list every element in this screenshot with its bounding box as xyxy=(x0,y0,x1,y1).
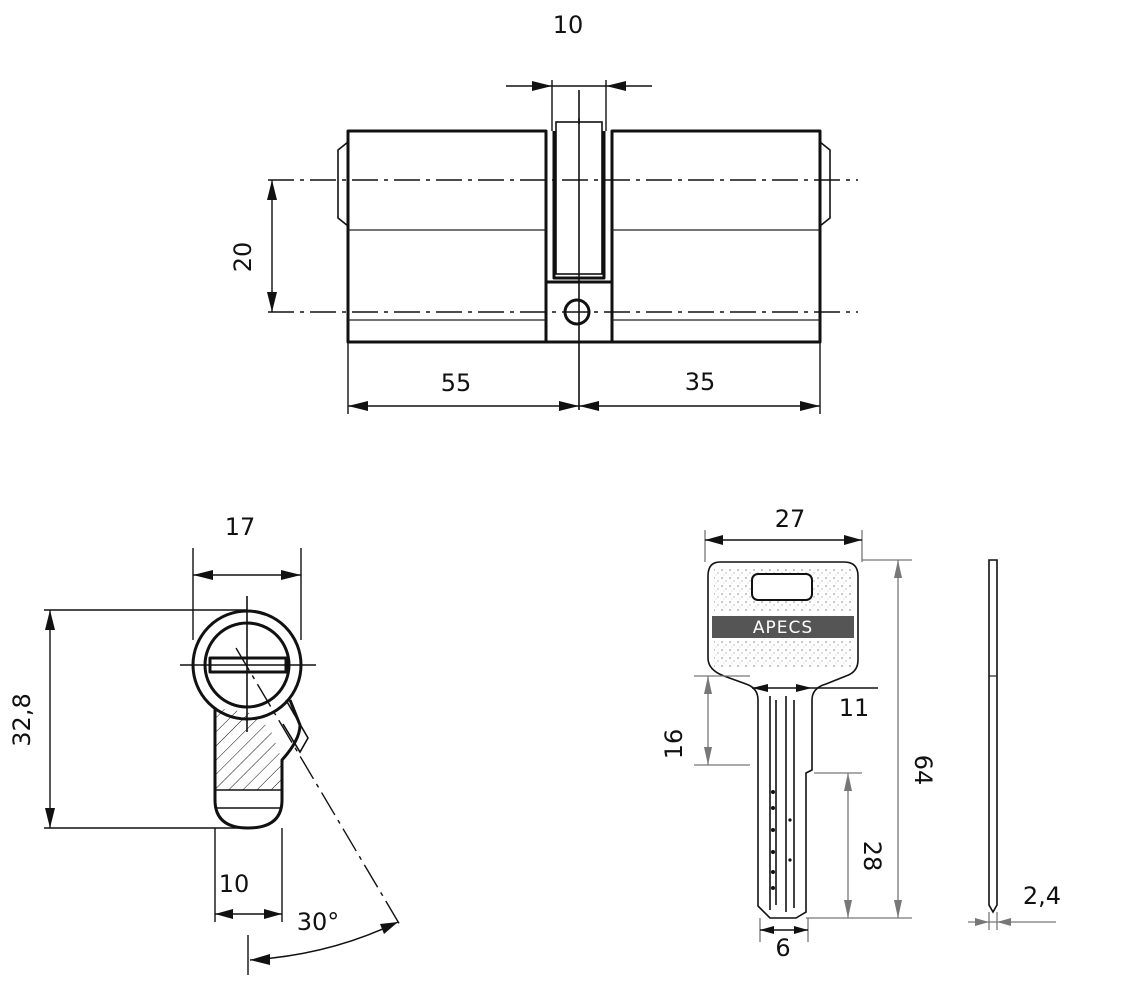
dim-cam-neck: 10 xyxy=(219,870,250,898)
dim-cam-height: 32,8 xyxy=(8,693,36,746)
dim-key-notch: 16 xyxy=(660,729,688,760)
dim-key-shoulder: 11 xyxy=(839,694,870,722)
key-outline xyxy=(707,561,859,919)
dim-offset: 20 xyxy=(229,242,257,273)
dim-key-head-width: 27 xyxy=(775,505,806,533)
key-edge-view: 2,4 xyxy=(968,559,1061,930)
cam-lobe xyxy=(213,699,302,830)
key-ring-hole xyxy=(751,573,813,601)
key-brand-label: APECS xyxy=(753,618,813,638)
cam-rotation-line xyxy=(235,647,401,926)
cylinder-body-left xyxy=(346,129,548,344)
cylinder-body-right xyxy=(610,129,822,344)
dim-key-blade-length: 28 xyxy=(858,841,886,872)
dim-cam-gap: 10 xyxy=(553,11,584,39)
key-view: APECS 27 11 16 xyxy=(660,505,937,962)
cylinder-side-view: 10 20 55 35 xyxy=(229,11,858,414)
key-dimple-marks xyxy=(771,790,792,890)
cam-section-hatch xyxy=(215,708,282,790)
dim-cam-angle: 30° xyxy=(297,908,340,936)
key-edge-outline xyxy=(988,559,998,914)
dim-length-b: 35 xyxy=(685,368,716,396)
dim-key-thickness: 2,4 xyxy=(1023,882,1061,910)
dim-key-tip-width: 6 xyxy=(775,934,790,962)
right-end-cap xyxy=(819,141,831,227)
cam-profile-view: 17 32,8 10 30° xyxy=(8,513,401,975)
left-end-cap xyxy=(337,141,349,227)
dim-cam-width: 17 xyxy=(225,513,256,541)
dim-length-a: 55 xyxy=(441,369,472,397)
key-brand-band xyxy=(712,616,854,638)
dim-key-total-length: 64 xyxy=(909,755,937,786)
